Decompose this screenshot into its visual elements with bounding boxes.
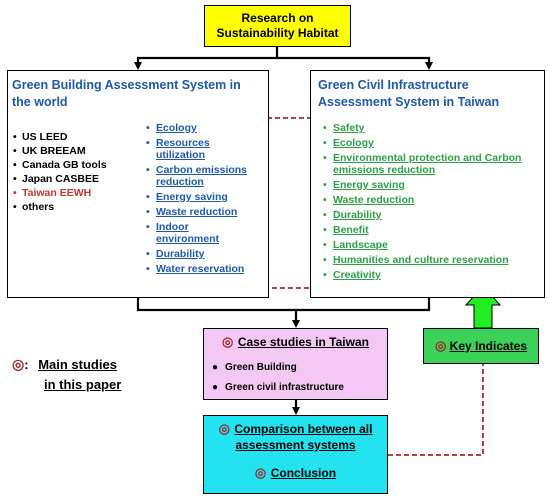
- criteria-text: Energy saving: [333, 179, 405, 191]
- legend-line2: in this paper: [44, 377, 122, 392]
- comparison-title-line2: assessment systems: [235, 438, 356, 452]
- green-building-title: Green Building Assessment System in the …: [12, 78, 241, 109]
- key-indicates-box: ◎ Key Indicates: [423, 328, 539, 364]
- criteria-text: Landscape: [333, 239, 388, 251]
- assessment-system-item: others: [13, 200, 107, 214]
- research-title-line1: Research on: [241, 11, 314, 25]
- criteria-text: Waste reduction: [333, 194, 415, 206]
- key-ring-icon: ◎: [434, 338, 447, 353]
- legend-colon: :: [24, 357, 29, 372]
- comparison-ring-icon: ◎: [218, 421, 230, 436]
- criteria-text: Waste reduction: [156, 206, 238, 218]
- criteria-item: •Creativity: [323, 269, 381, 281]
- top-split-left-arrow: [134, 56, 277, 70]
- criteria-text: Indoor: [156, 221, 189, 233]
- case-items: ●Green Building ●Green civil infrastruct…: [212, 358, 387, 398]
- criteria-item: •Water reservation: [146, 263, 245, 275]
- criteria-text: emissions reduction: [333, 164, 436, 176]
- civil-infrastructure-panel: [310, 70, 545, 298]
- criteria-item: •Safety: [323, 122, 365, 134]
- assessment-system-item: Canada GB tools: [13, 158, 107, 172]
- conclusion-label: Conclusion: [270, 466, 337, 480]
- criteria-text: Carbon emissions: [156, 164, 248, 176]
- case-item: ●Green Building: [212, 362, 297, 373]
- criteria-text: reduction: [156, 176, 204, 188]
- conclusion-ring-icon: ◎: [254, 465, 267, 480]
- case-studies-box: ◎ Case studies in Taiwan ●Green Building…: [203, 328, 388, 400]
- criteria-text: Durability: [333, 209, 382, 221]
- criteria-item: •Benefit: [323, 224, 369, 236]
- comparison-title-line1: Comparison between all: [234, 422, 373, 436]
- research-box: Research on Sustainability Habitat: [204, 5, 351, 47]
- case-item: ●Green civil infrastructure: [212, 382, 344, 393]
- assessment-system-item: US LEED: [13, 130, 107, 144]
- criteria-item: •Durability: [146, 248, 205, 260]
- criteria-item: •Waste reduction: [323, 194, 415, 206]
- criteria-text: Safety: [333, 122, 365, 134]
- legend-ring-icon: ◎: [12, 356, 25, 372]
- civil-infrastructure-criteria: •Safety •Ecology •Environmental protection…: [323, 122, 521, 284]
- case-title: Case studies in Taiwan: [237, 335, 369, 349]
- criteria-text: Energy saving: [156, 191, 228, 203]
- criteria-item: •Energy saving: [146, 191, 228, 203]
- assessment-system-item: Taiwan EEWH: [13, 186, 107, 200]
- assessment-system-item: UK BREEAM: [13, 144, 107, 158]
- assessment-system-item: Japan CASBEE: [13, 172, 107, 186]
- criteria-text: Environmental protection and Carbon: [333, 152, 522, 164]
- criteria-text: Ecology: [156, 122, 197, 134]
- assessment-system-list: US LEEDUK BREEAMCanada GB toolsJapan CAS…: [13, 130, 107, 214]
- criteria-item: •Ecology: [146, 122, 197, 134]
- criteria-text: Creativity: [333, 269, 381, 281]
- criteria-text: Benefit: [333, 224, 369, 236]
- criteria-item: •Landscape: [323, 239, 388, 251]
- legend: ◎: Main studies in this paper: [12, 354, 121, 395]
- research-title-line2: Sustainability Habitat: [216, 26, 339, 40]
- key-label: Key Indicates: [449, 339, 528, 353]
- criteria-item: •Humanities and culture reservation: [323, 254, 509, 266]
- criteria-text: Durability: [156, 248, 205, 260]
- case-ring-icon: ◎: [222, 334, 234, 349]
- criteria-item: •Waste reduction: [146, 206, 238, 218]
- criteria-item: •Ecology: [323, 137, 374, 149]
- top-split-right-arrow: [277, 56, 433, 70]
- comparison-box: ◎ Comparison between all assessment syst…: [203, 415, 388, 494]
- criteria-text: Resources: [156, 137, 210, 149]
- criteria-text: environment: [156, 233, 220, 245]
- key-dashed-link: [388, 364, 484, 456]
- merge-line: [136, 298, 431, 312]
- civil-infrastructure-title: Green Civil Infrastructure Assessment Sy…: [318, 78, 500, 109]
- criteria-item: •Energy saving: [323, 179, 405, 191]
- criteria-text: Water reservation: [156, 263, 245, 275]
- criteria-text: Humanities and culture reservation: [333, 254, 509, 266]
- criteria-item: •Durability: [323, 209, 382, 221]
- legend-line1: Main studies: [38, 357, 117, 372]
- criteria-text: utilization: [156, 149, 205, 161]
- criteria-text: Ecology: [333, 137, 374, 149]
